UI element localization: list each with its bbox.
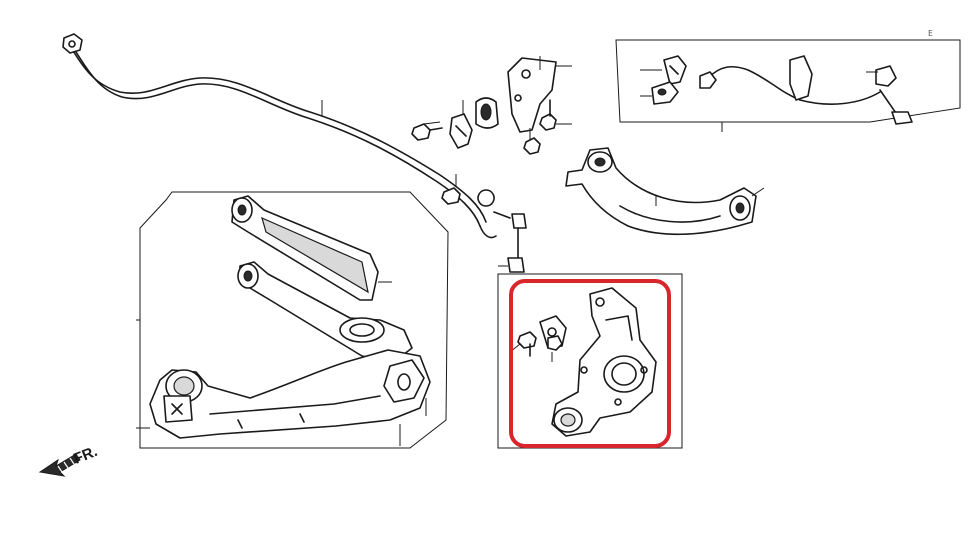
sensor-grommet[interactable] [651,81,679,105]
knuckle-bolt[interactable] [517,331,537,357]
holder-bolt[interactable] [411,123,443,141]
stabilizer-link[interactable] [441,187,527,273]
holder-bolt-leader [423,121,441,125]
bracket-nut[interactable] [523,137,541,155]
lower-arm-frame [139,191,449,449]
sensor-parts-frame: E [615,29,961,123]
knuckle-frame [497,273,683,449]
stabilizer-holder[interactable] [449,113,473,149]
front-label: FR. [71,443,100,468]
sensor-clip[interactable] [663,55,687,85]
lateral-link[interactable] [231,195,379,301]
upper-arm-bushing-leader [751,187,765,197]
rear-knuckle[interactable] [551,287,657,437]
stabilizer-bushing[interactable] [475,97,499,129]
bracket-bolt[interactable] [539,99,557,131]
stabilizer-bar[interactable] [62,33,497,239]
front-arrow-icon [38,453,81,477]
knuckle-nut[interactable] [547,335,563,351]
highlight-box [509,279,671,448]
trailing-arm[interactable] [149,349,431,439]
corner-code: E [928,29,933,38]
stabilizer-bracket[interactable] [507,57,557,133]
wheel-speed-sensor[interactable] [699,55,913,125]
lower-arm[interactable] [237,261,413,363]
upper-control-arm[interactable] [565,147,757,236]
